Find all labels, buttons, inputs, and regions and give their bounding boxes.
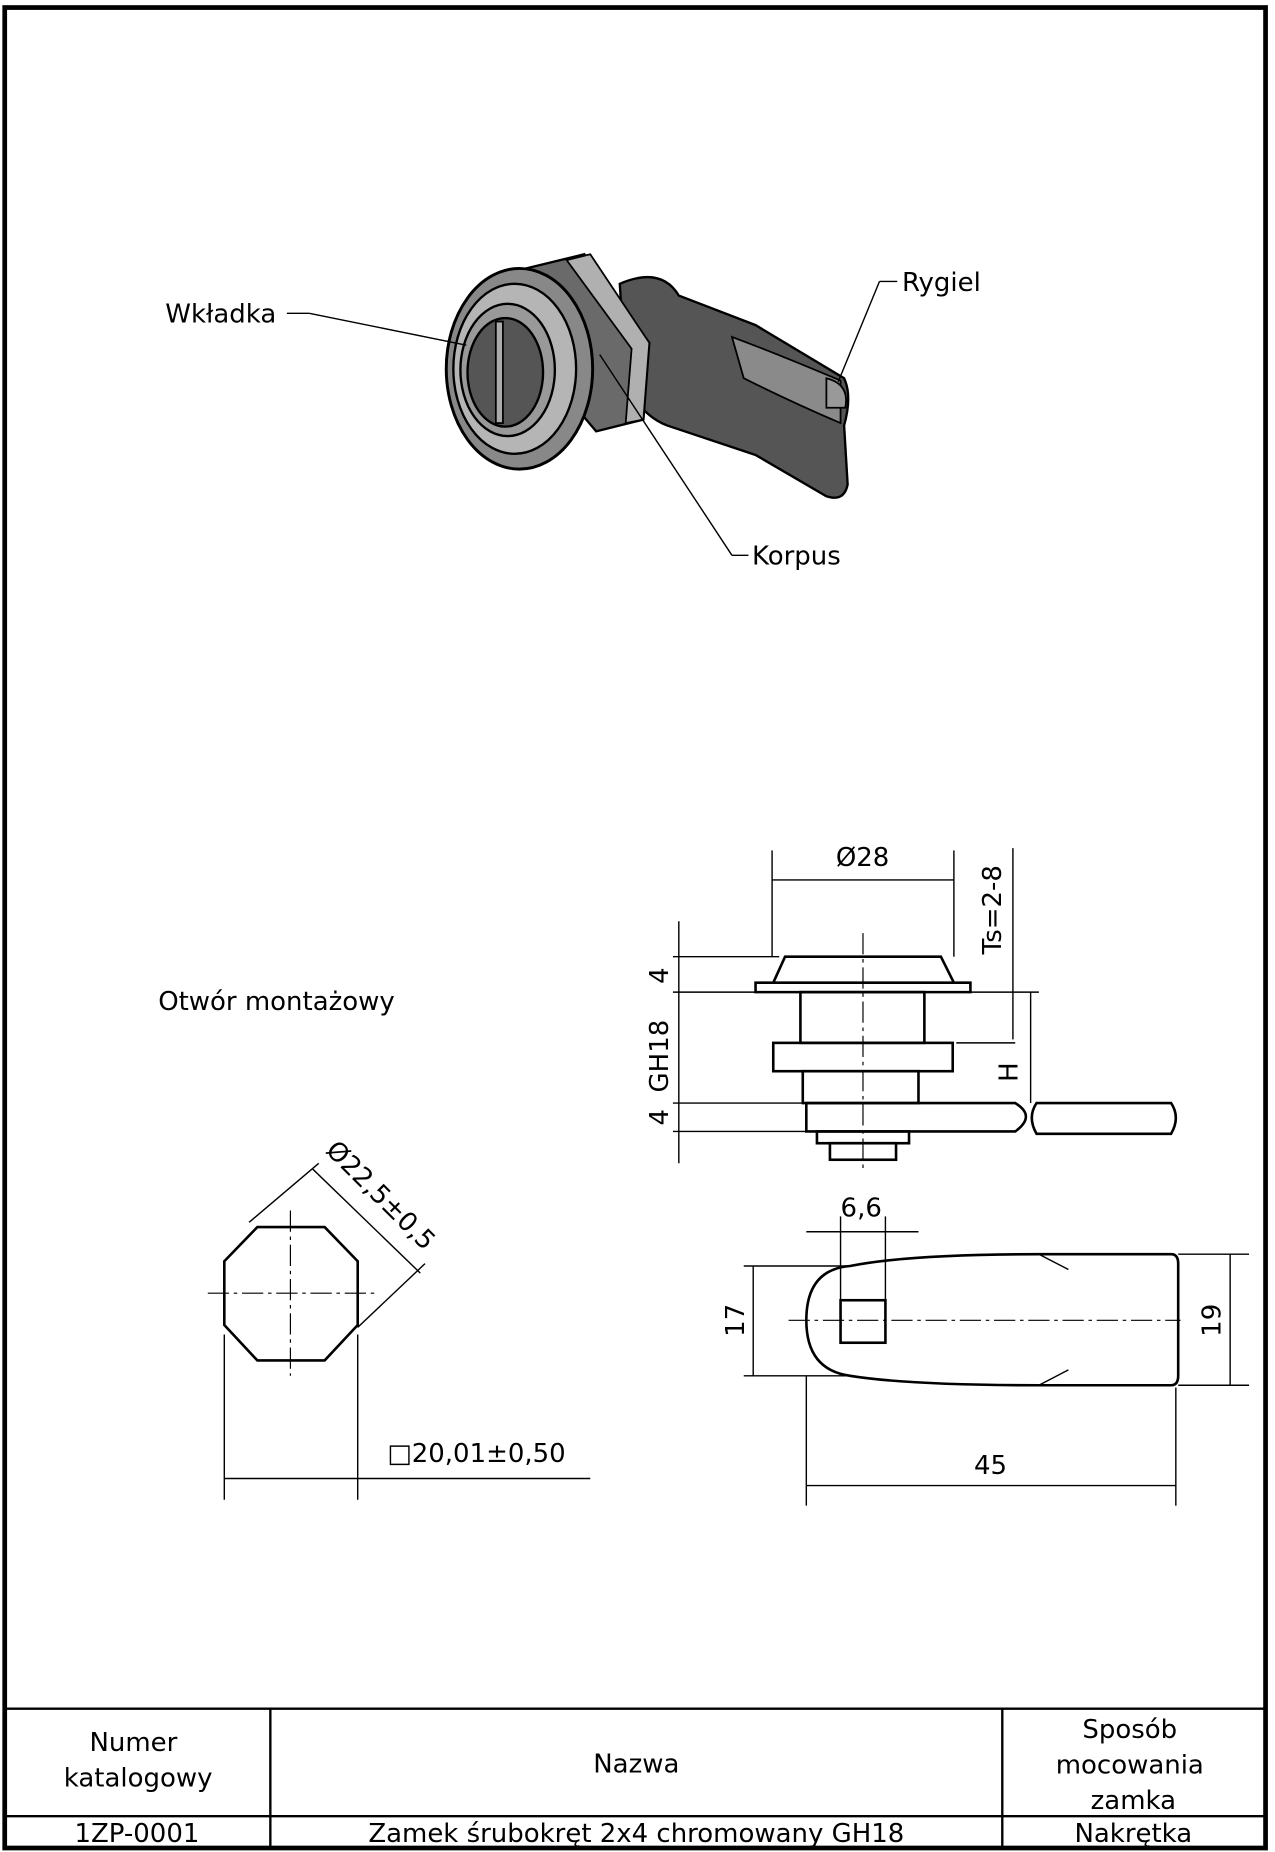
width-19-dim: 19 <box>1198 1304 1228 1337</box>
mounting-hole-title: Otwór montażowy <box>158 987 395 1017</box>
header-number-line2: katalogowy <box>64 1764 213 1794</box>
catalog-table <box>4 1707 1266 1849</box>
square-6-6-dim: 6,6 <box>841 1193 882 1223</box>
header-number-line1: Numer <box>89 1728 177 1758</box>
label-cam: Rygiel <box>902 268 981 298</box>
cell-mounting: Nakrętka <box>1074 1819 1192 1849</box>
side-view <box>672 848 1178 1170</box>
label-body: Korpus <box>752 542 841 572</box>
header-mounting-line2: mocowania <box>1056 1751 1204 1781</box>
header-name: Nazwa <box>593 1749 679 1779</box>
bottom-4-dim: 4 <box>645 1109 675 1126</box>
lock-3d-render <box>444 252 850 499</box>
drawing-frame <box>2 5 1268 1851</box>
header-mounting-line3: zamka <box>1091 1786 1176 1816</box>
label-insert: Wkładka <box>165 300 276 330</box>
side-diameter-dim: Ø28 <box>836 843 889 873</box>
mounting-hole-view <box>207 1162 591 1500</box>
render-leaders <box>286 280 898 557</box>
h-dim: H <box>995 1062 1025 1082</box>
length-45-dim: 45 <box>974 1451 1007 1481</box>
thread-dim: GH18 <box>645 1020 675 1093</box>
hole-diameter-dim: Ø22,5±0,5 <box>320 1135 441 1256</box>
ts-dim: Ts=2-8 <box>978 865 1008 955</box>
cell-number: 1ZP-0001 <box>75 1819 200 1849</box>
top-view <box>743 1216 1250 1506</box>
cell-name: Zamek śrubokręt 2x4 chromowany GH18 <box>368 1819 904 1849</box>
header-mounting-line1: Sposób <box>1082 1715 1177 1745</box>
top-4-dim: 4 <box>645 967 675 984</box>
width-17-dim: 17 <box>721 1304 751 1337</box>
hole-square-dim: □20,01±0,50 <box>387 1439 565 1469</box>
